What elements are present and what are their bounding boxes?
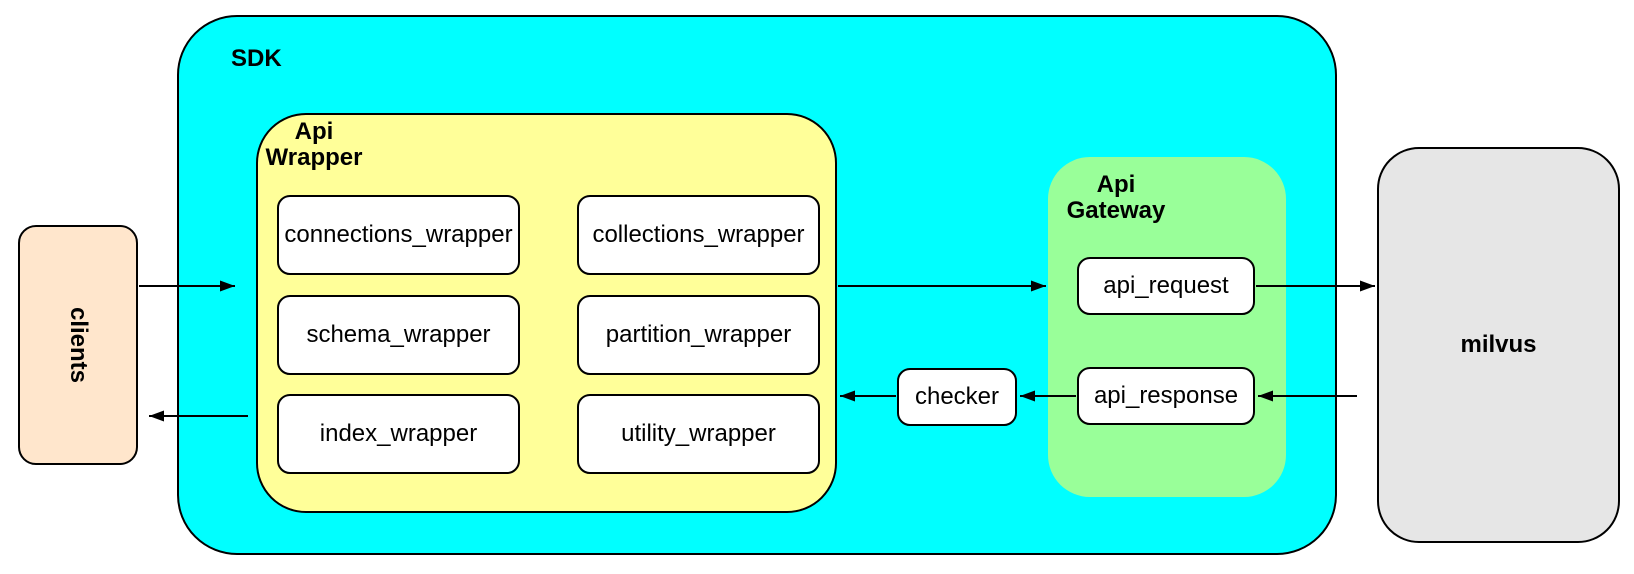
connections-wrapper-node: connections_wrapper — [277, 195, 520, 275]
api-gateway-container: Api Gateway — [1048, 157, 1286, 497]
schema-wrapper-label: schema_wrapper — [306, 321, 491, 348]
sdk-label: SDK — [231, 45, 282, 72]
collections-wrapper-label: collections_wrapper — [592, 221, 805, 248]
milvus-label: milvus — [1460, 331, 1537, 358]
utility-wrapper-node: utility_wrapper — [577, 394, 820, 474]
checker-node: checker — [897, 368, 1017, 426]
api-response-node: api_response — [1077, 367, 1255, 425]
collections-wrapper-node: collections_wrapper — [577, 195, 820, 275]
schema-wrapper-node: schema_wrapper — [277, 295, 520, 375]
partition-wrapper-node: partition_wrapper — [577, 295, 820, 375]
clients-node: clients — [18, 225, 138, 465]
partition-wrapper-label: partition_wrapper — [605, 321, 792, 348]
index-wrapper-label: index_wrapper — [319, 420, 478, 447]
api-wrapper-label: Api Wrapper — [265, 118, 363, 171]
checker-label: checker — [914, 383, 1000, 410]
api-request-node: api_request — [1077, 257, 1255, 315]
api-gateway-label: Api Gateway — [1066, 171, 1166, 224]
api-response-label: api_response — [1093, 382, 1239, 409]
milvus-node: milvus — [1377, 147, 1620, 543]
connections-wrapper-label: connections_wrapper — [284, 221, 513, 248]
index-wrapper-node: index_wrapper — [277, 394, 520, 474]
utility-wrapper-label: utility_wrapper — [621, 420, 776, 447]
clients-label: clients — [65, 306, 92, 384]
api-request-label: api_request — [1103, 272, 1229, 299]
